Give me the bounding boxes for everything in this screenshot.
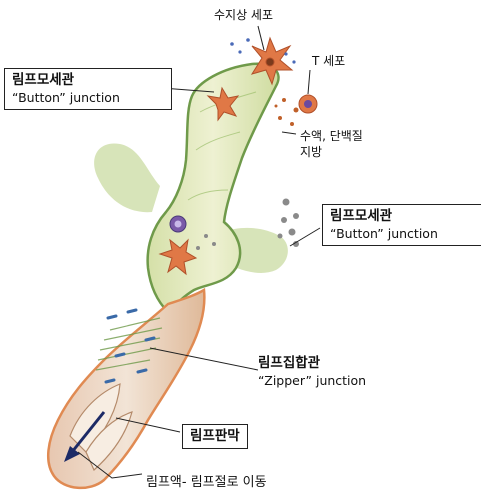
dendritic-cell-label: 수지상 세포 <box>214 8 273 23</box>
flow-label: 림프액- 림프절로 이동 <box>146 475 267 490</box>
label-box-collecting: 림프집합관 “Zipper” junction <box>258 352 383 392</box>
capillary-1-title: 림프모세관 <box>12 72 164 89</box>
capillary-2-title: 림프모세관 <box>330 208 474 225</box>
capillary-branch-left <box>94 143 160 212</box>
t-cell-label: T 세포 <box>312 54 345 69</box>
collecting-subtitle: “Zipper” junction <box>258 372 376 389</box>
t-cell <box>299 95 317 113</box>
label-box-valve: 림프판막 <box>182 424 248 449</box>
collecting-title: 림프집합관 <box>258 355 376 372</box>
lymphatic-collecting-vessel <box>48 290 204 488</box>
valve-title: 림프판막 <box>190 428 240 445</box>
fluid-label: 수액, 단백질 지방 <box>300 128 363 160</box>
protein-particles <box>275 98 299 126</box>
label-box-capillary-1: 림프모세관 “Button” junction <box>4 68 172 110</box>
lymphocyte-in-vessel <box>170 216 186 232</box>
label-box-capillary-2: 림프모세관 “Button” junction <box>322 204 481 246</box>
capillary-2-subtitle: “Button” junction <box>330 225 474 242</box>
capillary-1-subtitle: “Button” junction <box>12 89 164 106</box>
